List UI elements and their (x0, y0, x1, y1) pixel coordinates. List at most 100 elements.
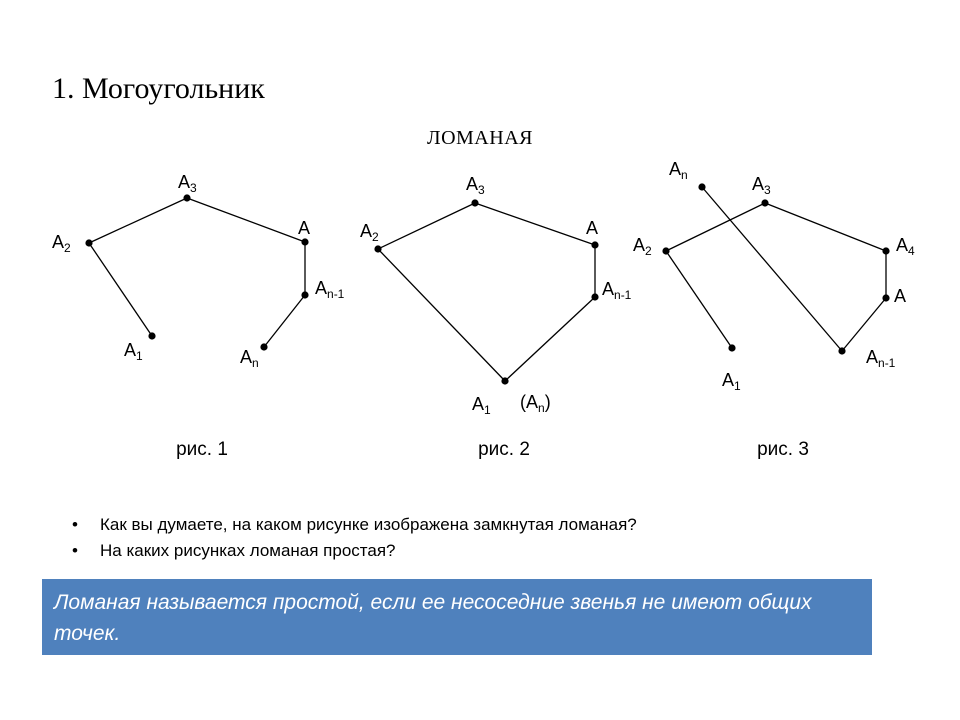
vertex-point (761, 199, 769, 207)
vertex-label-base: A (866, 347, 878, 367)
polyline-segment (186, 197, 306, 243)
vertex-label: An-1 (602, 279, 632, 302)
vertex-point (882, 247, 890, 255)
polyline-segment (701, 186, 843, 352)
label-subscript: n (538, 401, 545, 415)
polyline-segment (474, 202, 596, 246)
polyline-segment (377, 202, 476, 250)
vertex-label: A3 (466, 174, 485, 197)
slide-title: 1. Могоугольник (52, 72, 265, 105)
polyline-segment (88, 197, 188, 244)
vertex-label-subscript: n-1 (878, 356, 896, 370)
polyline-segment (88, 242, 153, 337)
vertex-label-base: A (633, 235, 645, 255)
vertex-point (260, 343, 268, 351)
vertex-label: An-1 (866, 347, 896, 370)
label-close: ) (545, 392, 551, 412)
vertex-label-subscript: 1 (136, 349, 143, 363)
vertex-label: A3 (752, 174, 771, 197)
vertex-label: A1 (124, 340, 143, 363)
vertex-label-base: A (586, 218, 598, 238)
polyline-segment (665, 250, 733, 349)
vertex-point (148, 332, 156, 340)
polyline-segment (841, 297, 887, 352)
figure-caption: рис. 1 (176, 439, 228, 460)
vertex-label-base: A (52, 232, 64, 252)
vertex-point (838, 347, 846, 355)
vertex-label: A (894, 286, 906, 306)
vertex-label-base: A (298, 218, 310, 238)
vertex-label-subscript: n (681, 168, 688, 182)
figure-caption: рис. 3 (757, 439, 809, 460)
vertex-label-base: A (315, 278, 327, 298)
vertex-label-subscript: n (252, 356, 259, 370)
vertex-label-subscript: 3 (190, 181, 197, 195)
vertex-label: A (586, 218, 598, 238)
vertex-label-base: A (178, 172, 190, 192)
polyline-segment (764, 202, 887, 252)
vertex-point (471, 199, 479, 207)
question-text: На каких рисунках ломаная простая? (100, 541, 396, 560)
vertex-label: A (298, 218, 310, 238)
vertex-label-subscript: 1 (734, 379, 741, 393)
vertex-point (85, 239, 93, 247)
coincident-vertex-label: (An) (520, 392, 551, 415)
vertex-point (301, 238, 309, 246)
vertex-point (591, 293, 599, 301)
vertex-label-base: A (124, 340, 136, 360)
question-list: • Как вы думаете, на каком рисунке изобра… (72, 512, 637, 564)
vertex-label-base: A (472, 394, 484, 414)
vertex-label: A1 (722, 370, 741, 393)
vertex-label: A4 (896, 235, 915, 258)
vertex-label-base: A (602, 279, 614, 299)
vertex-label: An-1 (315, 278, 345, 301)
question-item: • На каких рисунках ломаная простая? (72, 538, 637, 564)
vertex-label-base: A (360, 221, 372, 241)
vertex-label: A2 (633, 235, 652, 258)
vertex-point (662, 247, 670, 255)
vertex-label-subscript: 3 (478, 183, 485, 197)
vertex-label-subscript: 3 (764, 183, 771, 197)
vertex-label-base: A (722, 370, 734, 390)
vertex-label-subscript: 4 (908, 244, 915, 258)
vertex-point (301, 291, 309, 299)
polyline-segment (665, 202, 766, 252)
vertex-label-subscript: n-1 (327, 287, 345, 301)
bullet-icon: • (72, 541, 78, 560)
vertex-label-subscript: 1 (484, 403, 491, 417)
vertex-label-subscript: 2 (64, 241, 71, 255)
vertex-label: A2 (360, 221, 379, 244)
vertex-label-base: A (896, 235, 908, 255)
vertex-label: A3 (178, 172, 197, 195)
vertex-label-subscript: n-1 (614, 288, 632, 302)
vertex-label-base: A (894, 286, 906, 306)
vertex-label-base: A (669, 159, 681, 179)
vertex-label: A2 (52, 232, 71, 255)
label-open: (A (520, 392, 538, 412)
vertex-label-base: A (466, 174, 478, 194)
vertex-point (374, 245, 382, 253)
question-text: Как вы думаете, на каком рисунке изображ… (100, 515, 637, 534)
vertex-point (591, 241, 599, 249)
figure-caption: рис. 2 (478, 439, 530, 460)
vertex-label-base: A (240, 347, 252, 367)
vertex-label: An (669, 159, 688, 182)
polyline-segment (377, 248, 506, 382)
section-heading: ЛОМАНАЯ (427, 127, 533, 149)
vertex-point (183, 194, 191, 202)
vertex-point (728, 344, 736, 352)
vertex-label-subscript: 2 (645, 244, 652, 258)
vertex-label: An (240, 347, 259, 370)
vertex-label-base: A (752, 174, 764, 194)
bullet-icon: • (72, 515, 78, 534)
definition-box: Ломаная называется простой, если ее несо… (42, 579, 872, 655)
polyline-segment (504, 296, 596, 382)
vertex-label: A1 (472, 394, 491, 417)
question-item: • Как вы думаете, на каком рисунке изобра… (72, 512, 637, 538)
vertex-point (501, 377, 509, 385)
vertex-label-subscript: 2 (372, 230, 379, 244)
